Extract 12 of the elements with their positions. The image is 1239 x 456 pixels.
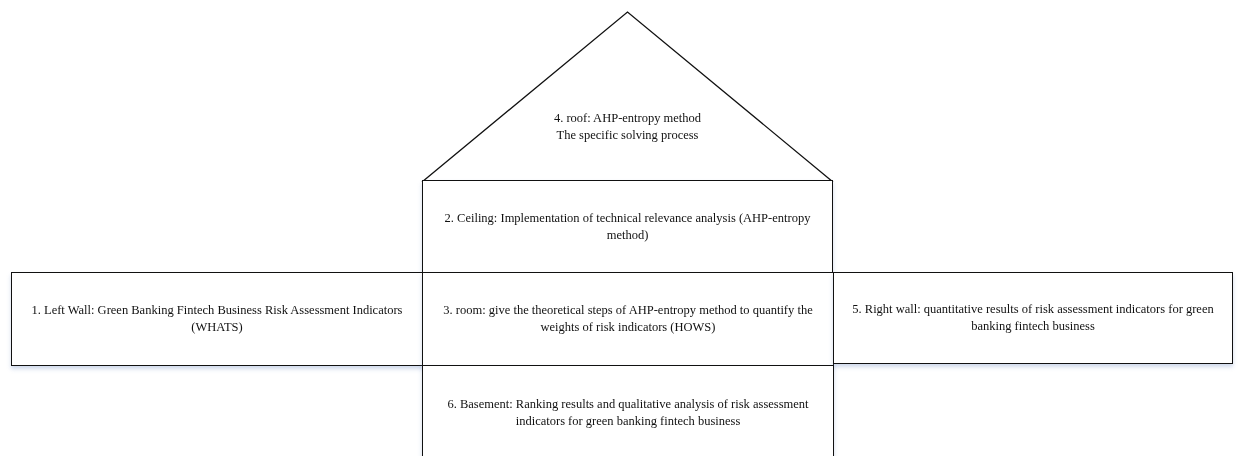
node-text: 5. Right wall: quantitative results of risk assessment indicators for green banking fintech business: [851, 301, 1215, 335]
left-wall-box: [11, 272, 423, 366]
node-text: 3. room: give the theoretical steps of AHP-entropy method to quantify the weights of risk indicators (HOWS): [442, 302, 814, 336]
basement-box: [422, 365, 834, 456]
node-text: 4. roof: AHP-entropy method: [552, 110, 703, 127]
ceiling-box: [422, 180, 833, 274]
node-text: 1. Left Wall: Green Banking Fintech Business Risk Assessment Indicators (WHATS): [30, 302, 404, 336]
node-text: 2. Ceiling: Implementation of technical relevance analysis (AHP-entropy method): [443, 210, 812, 244]
right-wall-box: [833, 272, 1233, 364]
room-box: [422, 272, 834, 366]
node-text: 6. Basement: Ranking results and qualitative analysis of risk assessment indicators for green banking fintech business: [446, 395, 810, 430]
node-text: The specific solving process: [555, 127, 700, 144]
